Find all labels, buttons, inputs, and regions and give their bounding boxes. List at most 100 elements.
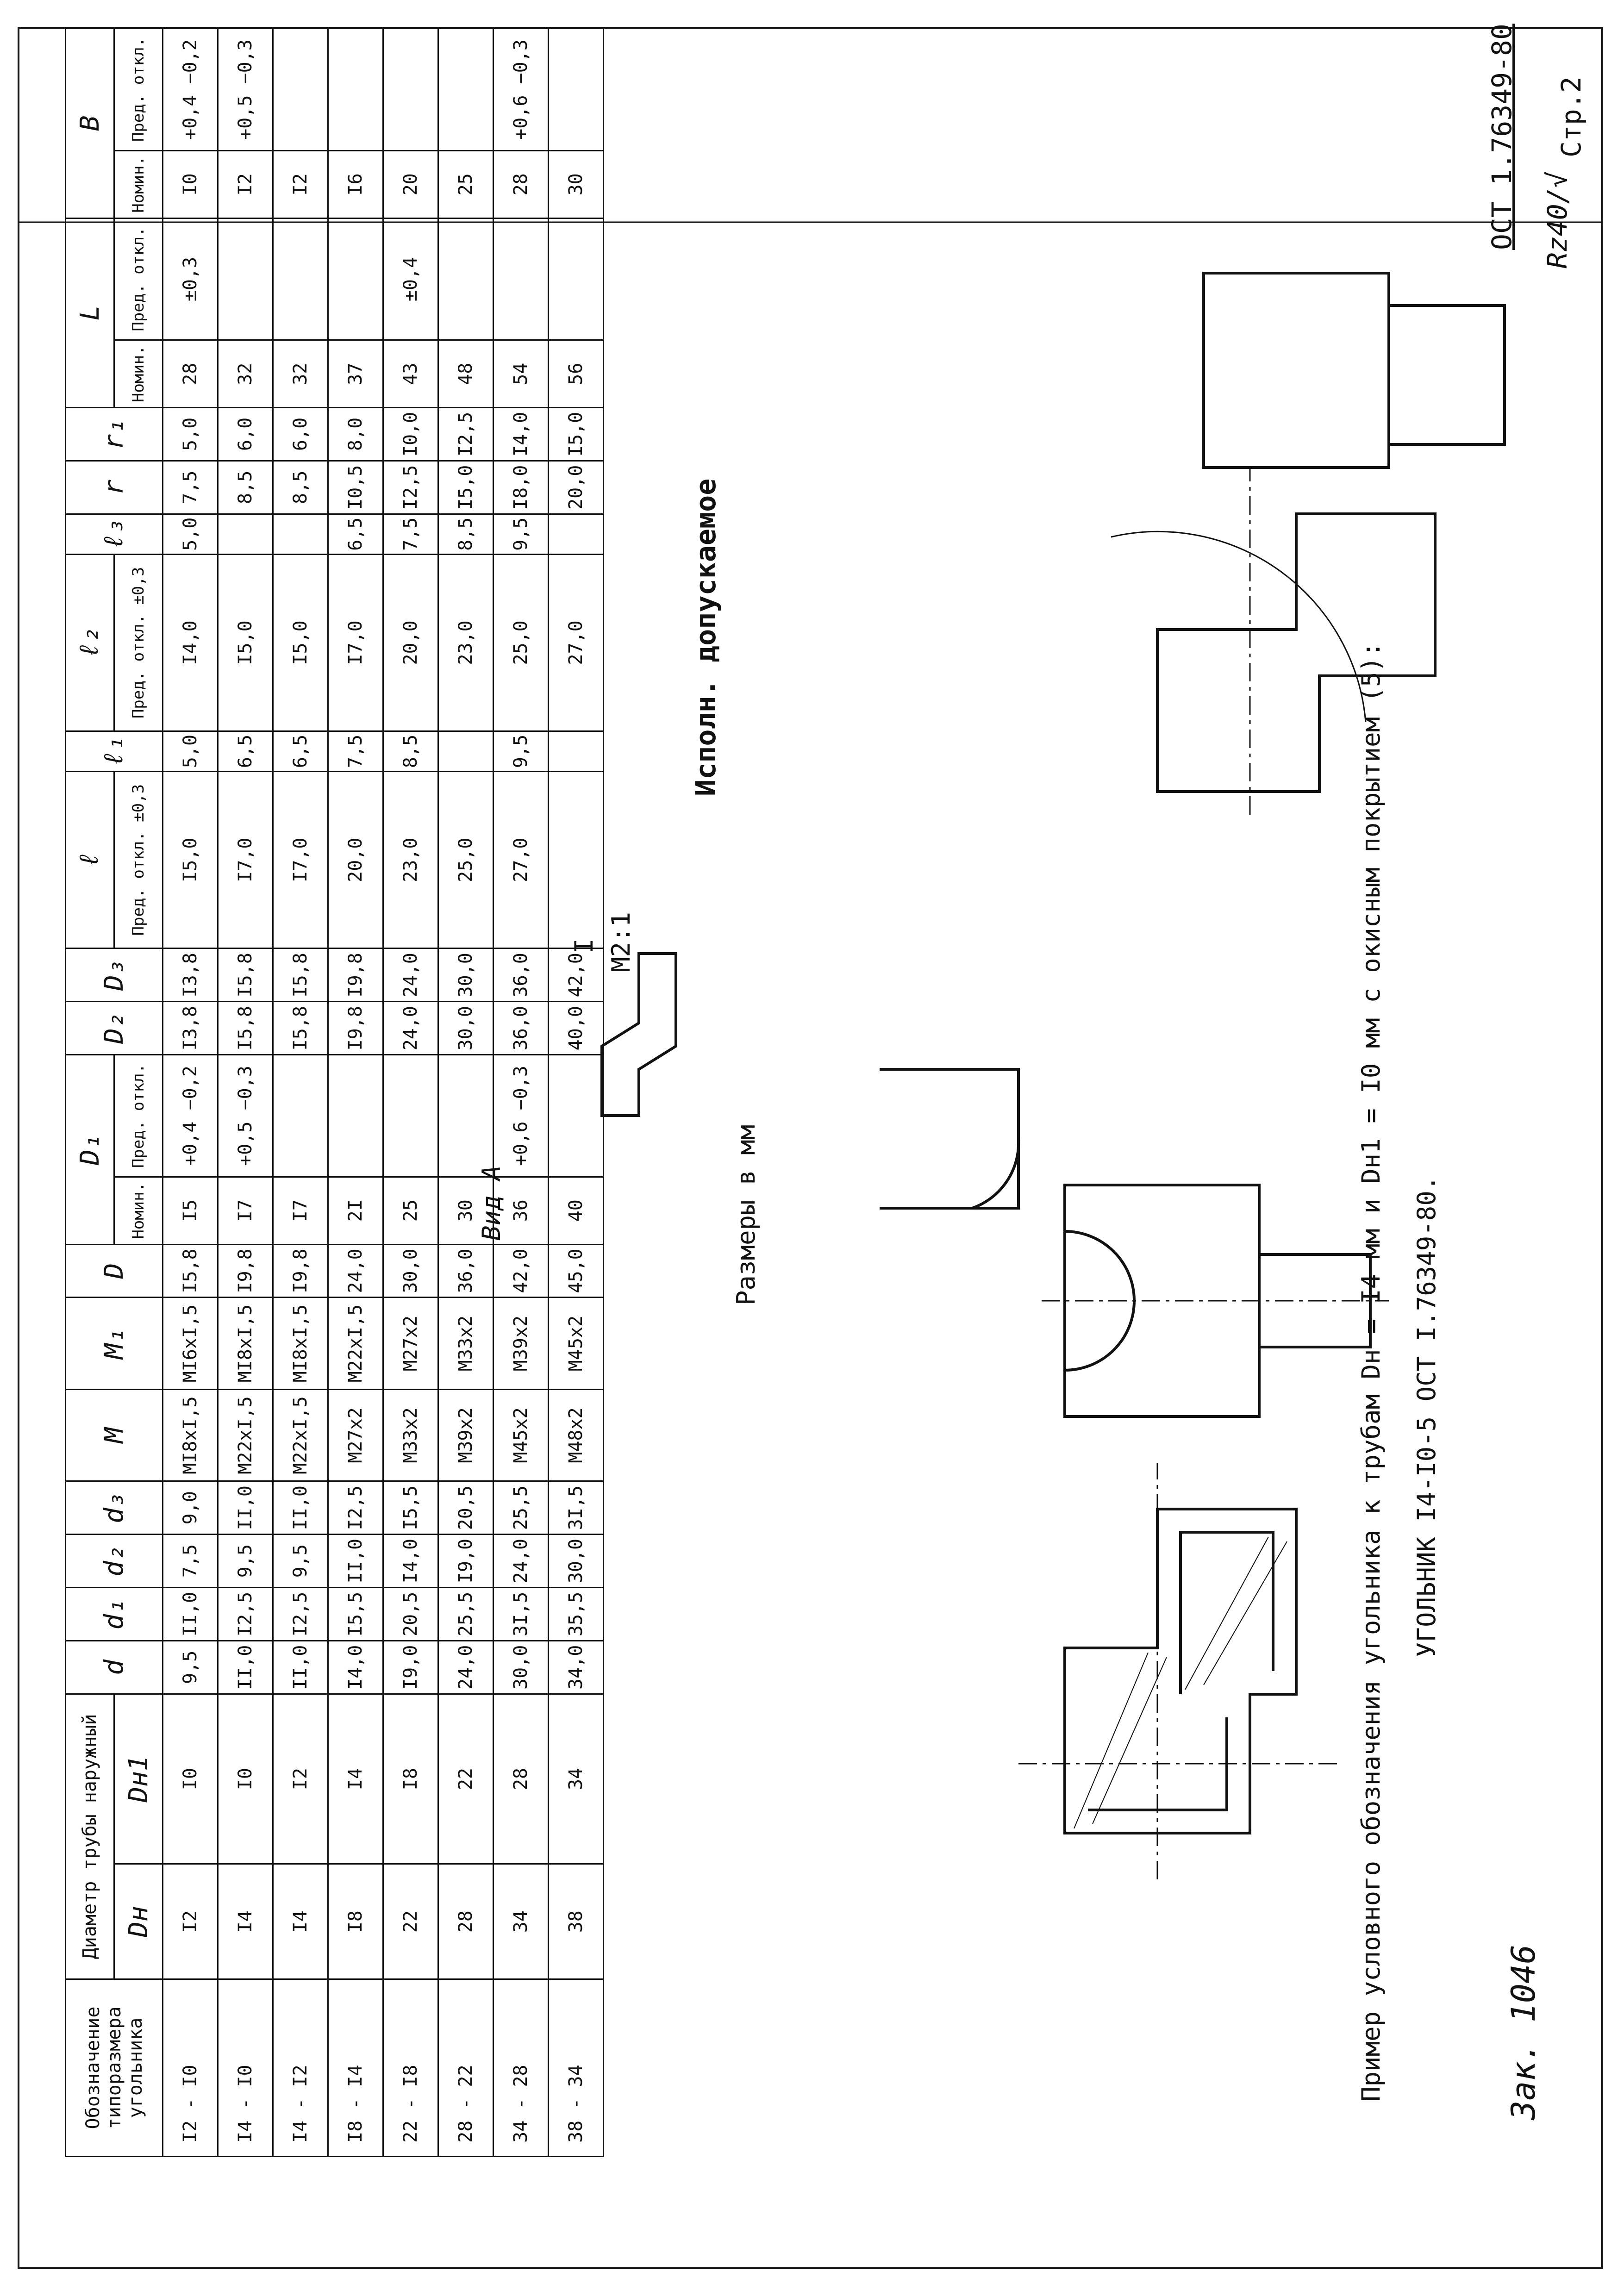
table-cell-dh: I2 [162,1864,218,1979]
table-cell-M1: MI8xI,5 [273,1297,328,1390]
col-l-tolerance: Пред. откл. ±0,3 [114,771,163,948]
table-cell-des: 34 - 28 [493,1979,549,2157]
table-cell-d3: II,0 [218,1481,273,1535]
table-cell-D: 24,0 [328,1244,383,1298]
variant-label: Исполн. допускаемое [690,478,722,796]
table-cell-dh: I4 [273,1864,328,1979]
table-cell-Bn: 20 [383,150,438,218]
table-cell-l1 [548,731,604,772]
col-l2: ℓ₂ [65,554,114,731]
table-cell-l1: 6,5 [218,731,273,772]
page-border [18,27,1603,2269]
table-cell-d: 30,0 [493,1641,549,1694]
col-big-l-tolerance: Пред. откл. [114,218,163,340]
table-cell-d1: I2,5 [218,1587,273,1641]
table-cell-D2: 24,0 [383,1001,438,1055]
table-cell-Ln: 56 [548,340,604,408]
table-cell-M: M33x2 [383,1389,438,1481]
table-cell-r: I2,5 [383,461,438,514]
table-cell-M1: M39x2 [493,1297,549,1390]
table-cell-des: I2 - I0 [162,1979,218,2157]
section-scale: М2:1 [606,911,636,972]
table-cell-l: 25,0 [438,771,493,948]
table-cell-d: 34,0 [548,1641,604,1694]
table-cell-d: II,0 [218,1641,273,1694]
table-cell-Bt: +0,6 −0,3 [493,28,549,151]
col-l3: ℓ₃ [65,514,163,555]
table-cell-l3: 5,0 [162,514,218,555]
table-cell-des: I4 - I0 [218,1979,273,2157]
table-cell-d3: II,0 [273,1481,328,1535]
table-cell-D3: I5,8 [273,948,328,1002]
table-cell-D2: I9,8 [328,1001,383,1055]
table-cell-dh1: 22 [438,1694,493,1864]
table-cell-M1: M22xI,5 [328,1297,383,1390]
table-cell-D1n: 30 [438,1177,493,1245]
table-cell-d1: II,0 [162,1587,218,1641]
table-cell-dh1: 34 [548,1694,604,1864]
section-i-detail [600,952,677,1117]
table-cell-d: 9,5 [162,1641,218,1694]
table-cell-r: 20,0 [548,461,604,514]
table-cell-Bt [548,28,604,151]
table-cell-des: I8 - I4 [328,1979,383,2157]
side-view-drawing [1042,1184,1389,1418]
table-cell-D1t [328,1054,383,1177]
table-cell-d: 24,0 [438,1641,493,1694]
table-cell-l: I5,0 [162,771,218,948]
table-cell-d: I4,0 [328,1641,383,1694]
table-cell-d2: I4,0 [383,1534,438,1588]
table-cell-D1t: +0,6 −0,3 [493,1054,549,1177]
col-designation: Обозначение типоразмера угольника [65,1979,163,2157]
table-cell-Ln: 32 [218,340,273,408]
table-cell-des: I4 - I2 [273,1979,328,2157]
table-cell-Bt [438,28,493,151]
table-cell-l: 23,0 [383,771,438,948]
table-cell-l2: 23,0 [438,554,493,731]
table-cell-D: 45,0 [548,1244,604,1298]
table-cell-r: 8,5 [273,461,328,514]
table-cell-dh: 38 [548,1864,604,1979]
table-cell-Lt: ±0,3 [162,218,218,340]
table-cell-Ln: 48 [438,340,493,408]
table-cell-d: I9,0 [383,1641,438,1694]
table-cell-r1: I4,0 [493,407,549,461]
table-cell-l1 [438,731,493,772]
col-big-l-nominal: Номин. [114,340,163,408]
table-cell-Lt [493,218,549,340]
table-cell-D2: 30,0 [438,1001,493,1055]
table-cell-D1t [273,1054,328,1177]
table-cell-M: M22xI,5 [273,1389,328,1481]
col-tube-diameter: Диаметр трубы наружный [65,1694,114,1979]
col-d: d [65,1641,163,1694]
table-cell-D: 36,0 [438,1244,493,1298]
table-cell-d2: 24,0 [493,1534,549,1588]
col-big-b-tolerance: Пред. откл. [114,28,163,151]
table-cell-Bn: 25 [438,150,493,218]
col-d1-nominal: Номин. [114,1177,163,1245]
col-big-b-nominal: Номин. [114,150,163,218]
table-cell-Ln: 37 [328,340,383,408]
table-cell-M: M39x2 [438,1389,493,1481]
col-m1: M₁ [65,1297,163,1390]
col-l1: ℓ₁ [65,731,163,772]
table-cell-D: I5,8 [162,1244,218,1298]
col-r: r [65,461,163,514]
table-cell-D: I9,8 [218,1244,273,1298]
table-cell-D2: I5,8 [273,1001,328,1055]
table-cell-l2: 20,0 [383,554,438,731]
table-cell-l3: 7,5 [383,514,438,555]
table-cell-Lt [548,218,604,340]
table-cell-D: 42,0 [493,1244,549,1298]
table-cell-des: 38 - 34 [548,1979,604,2157]
table-cell-Ln: 43 [383,340,438,408]
table-cell-Ln: 54 [493,340,549,408]
table-cell-d2: 9,5 [273,1534,328,1588]
table-cell-D1n: I5 [162,1177,218,1245]
